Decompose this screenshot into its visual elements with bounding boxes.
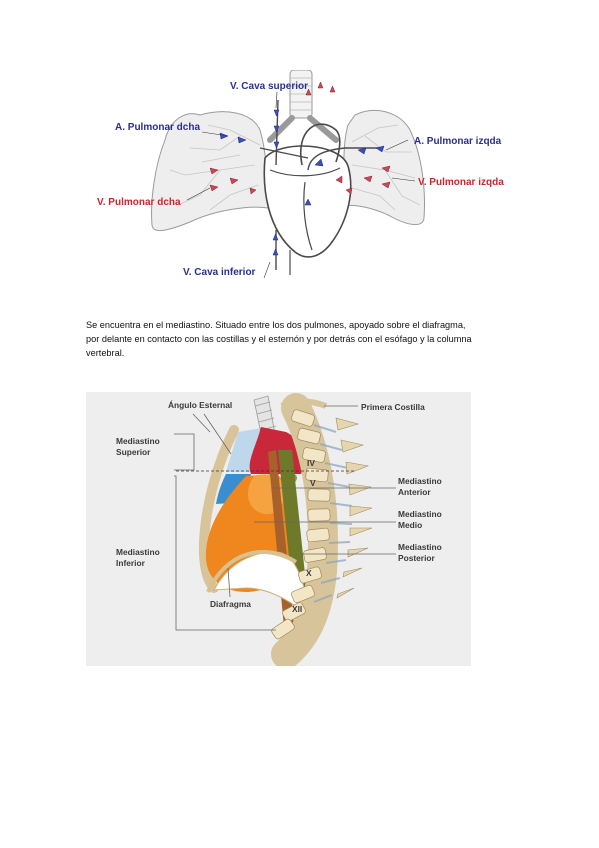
label-mediastino-posterior-1: Mediastino [398,542,442,552]
label-primera-costilla: Primera Costilla [361,402,425,412]
spine [271,393,373,666]
paragraph-line-3: vertebral. [86,348,125,358]
label-angulo-esternal: Ángulo Esternal [168,399,232,410]
label-mediastino-anterior-2: Anterior [398,487,431,497]
pointer-lines [186,91,416,279]
paragraph-line-2: por delante en contacto con las costilla… [86,334,472,344]
trachea [267,70,339,143]
flow-arrows [209,81,391,256]
diaphragm-muscle [206,550,298,593]
description-paragraph: Se encuentra en el mediastino. Situado e… [86,318,526,360]
mediastinum-diagram: IV V X XII Ángulo Esternal Primera Costi… [86,392,471,666]
label-a-pulmonar-izqda: A. Pulmonar izqda [414,136,502,147]
paragraph-line-1: Se encuentra en el mediastino. Situado e… [86,320,466,330]
label-mediastino-inferior-2: Inferior [116,558,146,568]
label-mediastino-anterior-1: Mediastino [398,476,442,486]
label-leaders [174,405,396,631]
vertebra-label-x: X [306,568,312,578]
sternum [198,425,239,593]
heart-lungs-diagram: V. Cava superior A. Pulmonar dcha A. Pul… [97,70,504,279]
label-v-pulmonar-izqda: V. Pulmonar izqda [418,177,504,188]
vertebra-label-iv: IV [307,458,315,468]
label-diafragma: Diafragma [210,599,251,609]
label-a-pulmonar-dcha: A. Pulmonar dcha [115,122,200,133]
label-mediastino-medio-2: Medio [398,520,422,530]
label-v-cava-superior: V. Cava superior [230,81,308,92]
label-mediastino-posterior-2: Posterior [398,553,436,563]
vertebra-label-v: V [310,478,316,488]
label-mediastino-inferior-1: Mediastino [116,547,160,557]
label-v-cava-inferior: V. Cava inferior [183,267,256,278]
label-mediastino-superior-2: Superior [116,447,151,457]
label-mediastino-superior-1: Mediastino [116,436,160,446]
label-mediastino-medio-1: Mediastino [398,509,442,519]
label-v-pulmonar-dcha: V. Pulmonar dcha [97,197,181,208]
vertebra-label-xii: XII [292,604,302,614]
